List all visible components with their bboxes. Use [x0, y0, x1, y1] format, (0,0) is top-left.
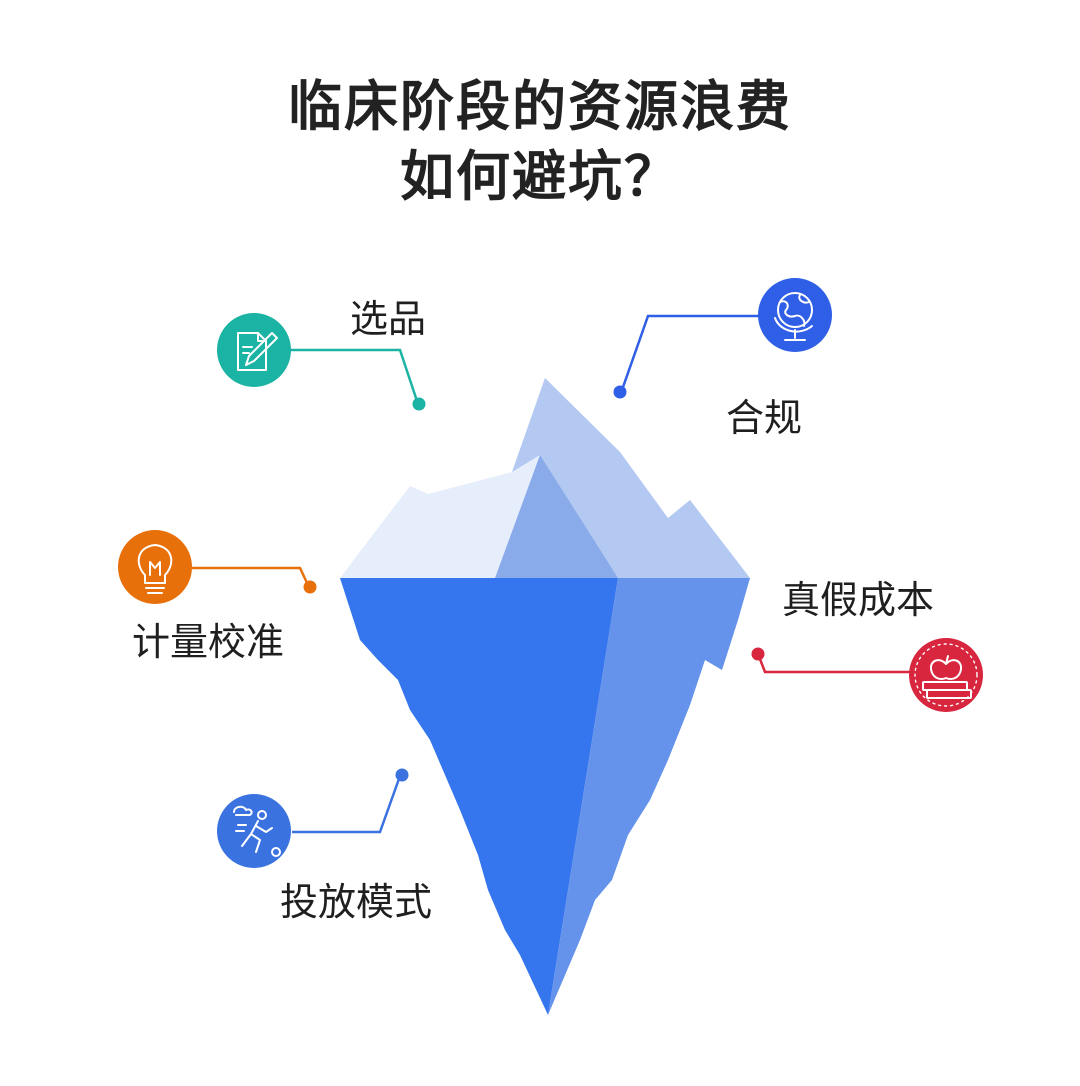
- connector-toufang: [292, 775, 402, 834]
- iceberg-base-side: [548, 578, 750, 1015]
- connector-dot-hegui: [613, 385, 627, 399]
- iceberg-tip-inner: [495, 455, 618, 578]
- label-xuanpin: 选品: [350, 297, 427, 341]
- connector-dot-zhenjia: [751, 647, 765, 661]
- title-line-1: 临床阶段的资源浪费: [288, 75, 792, 138]
- connector-dot-toufang: [395, 768, 409, 782]
- title-line-2: 如何避坑？: [400, 145, 680, 208]
- apple-books-icon: [909, 638, 983, 712]
- globe-icon: [758, 278, 832, 352]
- document-pencil-icon: [217, 313, 291, 387]
- connector-dot-jiliang: [303, 580, 317, 594]
- connector-zhenjia: [756, 653, 910, 674]
- iceberg: [340, 378, 750, 1015]
- connector-dot-xuanpin: [412, 397, 426, 411]
- label-zhenjia-chengben: 真假成本: [782, 578, 935, 622]
- connector-hegui: [620, 314, 760, 391]
- iceberg-tip-mid: [512, 378, 750, 578]
- connectors: [192, 314, 910, 834]
- connector-jiliang: [192, 566, 310, 586]
- iceberg-base-main: [340, 578, 618, 1015]
- diagram-title: 临床阶段的资源浪费 如何避坑？: [0, 72, 1080, 212]
- label-jiliang-jiaozhun: 计量校准: [132, 620, 285, 664]
- label-toufang-moshi: 投放模式: [280, 880, 433, 924]
- label-hegui: 合规: [726, 396, 803, 440]
- lightbulb-icon: [118, 530, 192, 604]
- connector-xuanpin: [290, 348, 420, 405]
- running-person-icon: [217, 794, 291, 868]
